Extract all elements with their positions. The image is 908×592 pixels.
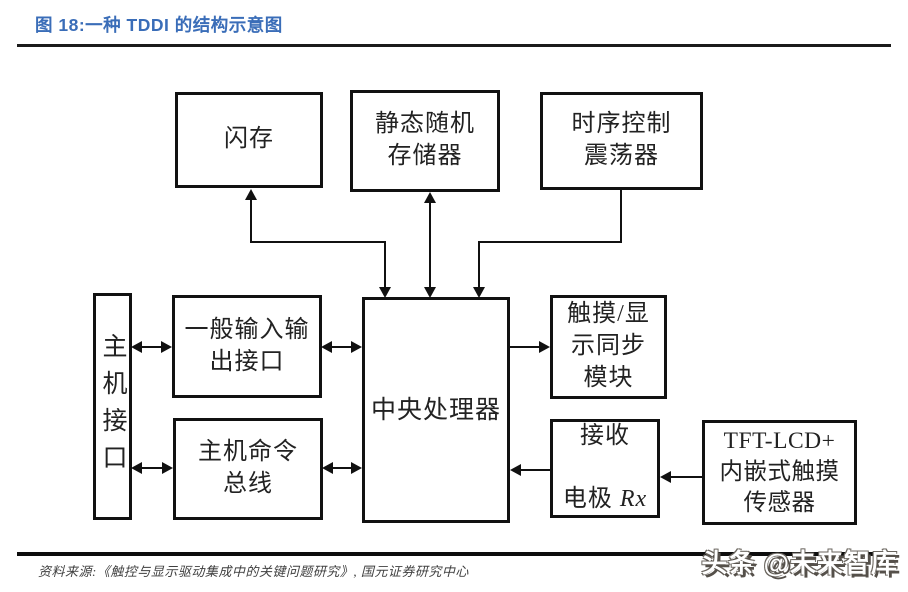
connector-line (384, 241, 386, 288)
arrowhead-up-icon (245, 189, 257, 200)
arrowhead-down-icon (379, 287, 391, 298)
node-hostbus-label: 主机命令 总线 (198, 439, 298, 497)
connector-line (140, 467, 166, 469)
arrowhead-right-icon (162, 462, 173, 474)
rx-line2-prefix: 电极 (562, 486, 620, 513)
node-sram-label: 静态随机 存储器 (375, 111, 475, 169)
node-tft-label: TFT-LCD+ 内嵌式触摸 传感器 (719, 427, 840, 516)
connector-line (620, 190, 622, 243)
figure-title: 图 18:一种 TDDI 的结构示意图 (35, 15, 283, 35)
node-host-command-bus: 主机命令 总线 (173, 418, 323, 520)
rx-line2-italic: Rx (619, 486, 648, 513)
node-flash-memory: 闪存 (175, 92, 323, 188)
connector-line (330, 346, 354, 348)
node-sram: 静态随机 存储器 (350, 90, 500, 192)
node-rx-label: 接收 电极 Rx (563, 421, 647, 516)
node-flash-label: 闪存 (224, 126, 274, 153)
connector-line (510, 346, 541, 348)
arrowhead-left-icon (131, 341, 142, 353)
node-timing-oscillator: 时序控制 震荡器 (540, 92, 703, 190)
arrowhead-right-icon (351, 341, 362, 353)
connector-line (669, 476, 702, 478)
footer-divider (17, 552, 891, 556)
node-cpu: 中央处理器 (362, 297, 510, 523)
arrowhead-down-icon (473, 287, 485, 298)
node-host-interface: 主机接口 (93, 293, 132, 520)
node-tft-lcd-sensor: TFT-LCD+ 内嵌式触摸 传感器 (702, 420, 857, 525)
arrowhead-right-icon (539, 341, 550, 353)
connector-line (519, 469, 550, 471)
rx-line1: 接收 (580, 423, 630, 449)
node-touchsync-label: 触摸/显 示同步 模块 (567, 301, 650, 391)
connector-line (478, 241, 622, 243)
arrowhead-left-icon (321, 341, 332, 353)
node-gpio-label: 一般输入输 出接口 (184, 316, 310, 375)
arrowhead-left-icon (322, 462, 333, 474)
title-divider (17, 44, 891, 47)
arrowhead-right-icon (161, 341, 172, 353)
arrowhead-left-icon (131, 462, 142, 474)
arrowhead-up-icon (424, 192, 436, 203)
node-receive-electrode: 接收 电极 Rx (550, 419, 660, 518)
connector-line (429, 202, 431, 288)
source-caption: 资料来源:《触控与显示驱动集成中的关键问题研究》, 国元证券研究中心 (38, 564, 469, 579)
arrowhead-down-icon (424, 287, 436, 298)
connector-line (140, 346, 166, 348)
node-touch-display-sync: 触摸/显 示同步 模块 (550, 295, 667, 399)
arrowhead-left-icon (510, 464, 521, 476)
connector-line (331, 467, 354, 469)
connector-line (250, 199, 252, 242)
arrowhead-right-icon (351, 462, 362, 474)
node-gpio-interface: 一般输入输 出接口 (172, 295, 322, 398)
node-hostif-label: 主机接口 (99, 332, 126, 481)
connector-line (478, 241, 480, 288)
arrowhead-left-icon (660, 471, 671, 483)
connector-line (250, 241, 386, 243)
watermark-text: 头条 @未来智库 (701, 548, 898, 578)
node-osc-label: 时序控制 震荡器 (571, 111, 672, 169)
node-cpu-label: 中央处理器 (370, 396, 501, 424)
